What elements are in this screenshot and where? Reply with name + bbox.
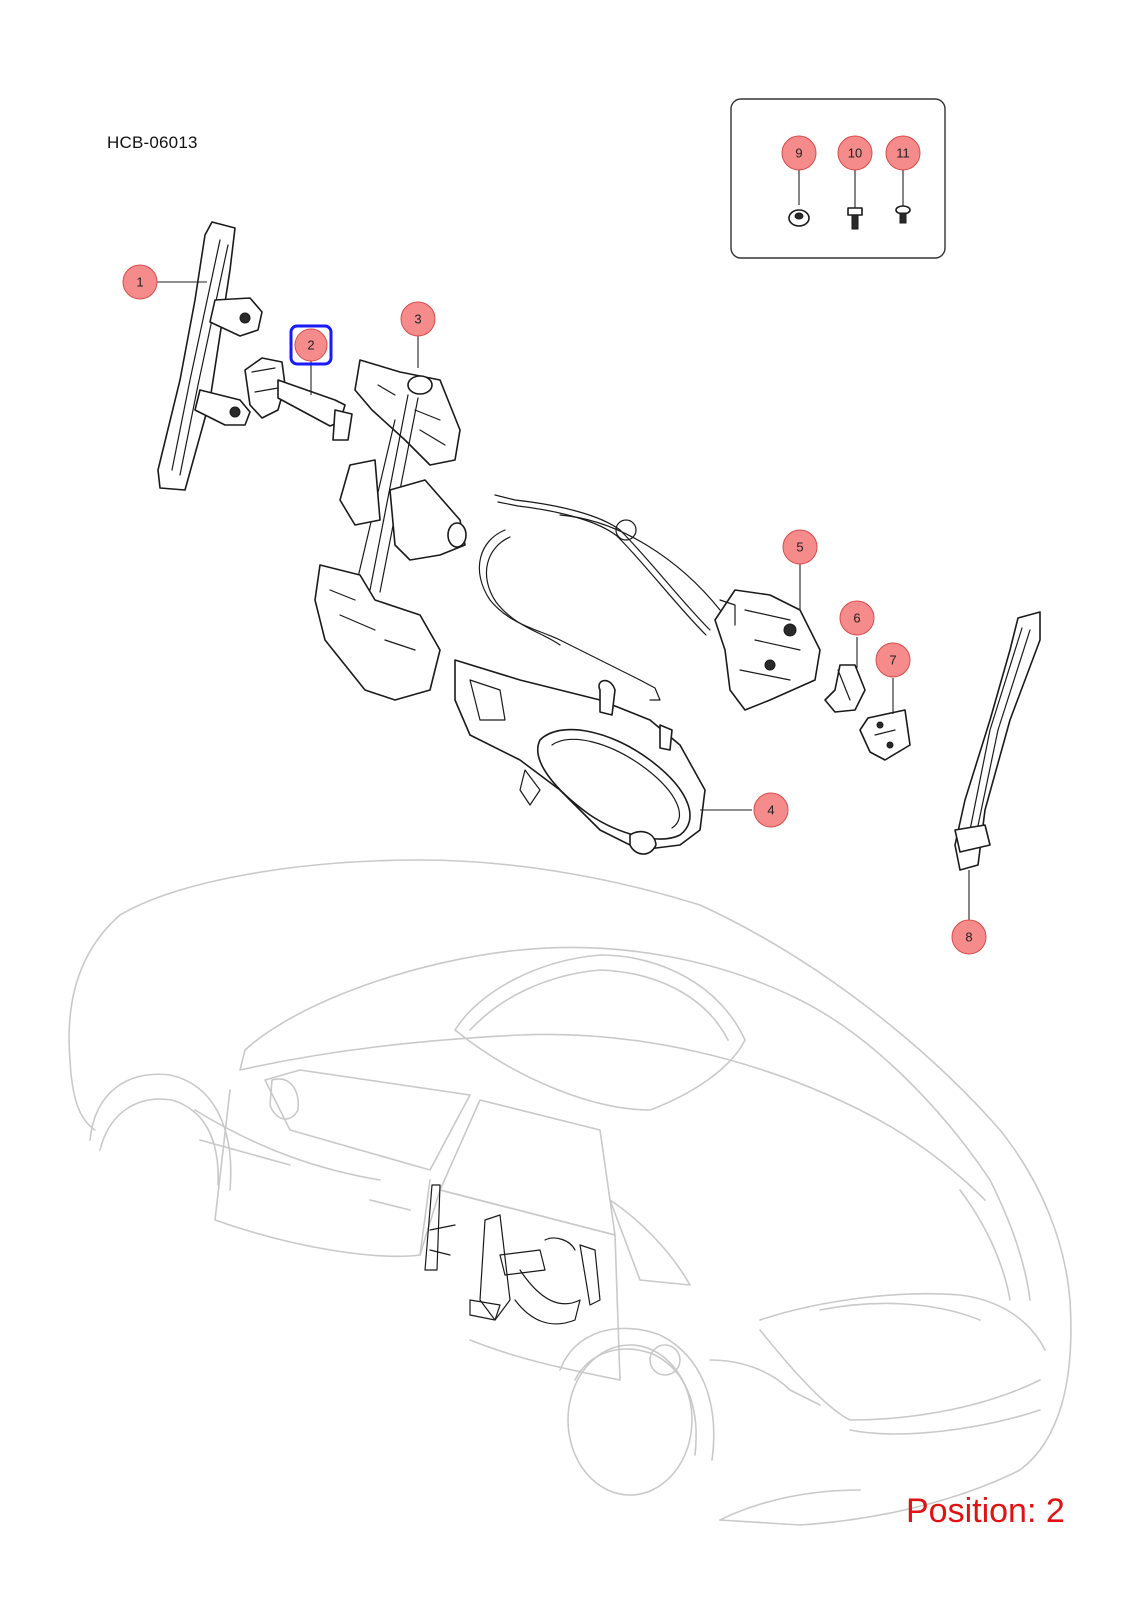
- screw-icon: [895, 165, 911, 224]
- svg-text:4: 4: [767, 803, 774, 818]
- window-guide-rail-front: [157, 221, 263, 491]
- svg-text:8: 8: [965, 930, 972, 945]
- callout-9[interactable]: 9: [781, 135, 817, 171]
- door-checker: [244, 357, 353, 441]
- window-guide-rail-rear: [954, 611, 1041, 920]
- svg-text:9: 9: [795, 146, 802, 161]
- door-striker: [859, 678, 911, 761]
- callout-1[interactable]: 1: [122, 264, 158, 300]
- svg-text:11: 11: [896, 146, 910, 161]
- svg-text:1: 1: [136, 275, 143, 290]
- outside-door-handle: [454, 659, 752, 855]
- svg-text:10: 10: [848, 146, 862, 161]
- bolt-icon: [847, 165, 863, 230]
- fastener-box: [730, 98, 946, 259]
- callout-8[interactable]: 8: [951, 919, 987, 955]
- callout-10[interactable]: 10: [837, 135, 873, 171]
- door-parts-miniature: [424, 1184, 601, 1325]
- svg-text:2: 2: [307, 338, 314, 353]
- callout-2[interactable]: 2: [289, 324, 333, 366]
- selected-highlight: [289, 324, 333, 366]
- latch-bracket: [824, 637, 866, 713]
- callout-5[interactable]: 5: [782, 529, 818, 565]
- car-outline: [68, 859, 1072, 1526]
- callout-3[interactable]: 3: [400, 301, 436, 337]
- diagram-code: HCB-06013: [107, 133, 198, 152]
- callout-4[interactable]: 4: [753, 792, 789, 828]
- svg-text:7: 7: [889, 653, 896, 668]
- door-latch: [714, 555, 821, 711]
- window-regulator: [314, 335, 467, 701]
- svg-text:6: 6: [853, 611, 860, 626]
- position-label: Position: 2: [906, 1492, 1065, 1530]
- callout-7[interactable]: 7: [875, 642, 911, 678]
- lock-cables: [478, 494, 721, 701]
- svg-text:5: 5: [796, 540, 803, 555]
- callout-6[interactable]: 6: [839, 600, 875, 636]
- svg-text:3: 3: [414, 312, 421, 327]
- nut-icon: [788, 165, 810, 227]
- callout-11[interactable]: 11: [885, 135, 921, 171]
